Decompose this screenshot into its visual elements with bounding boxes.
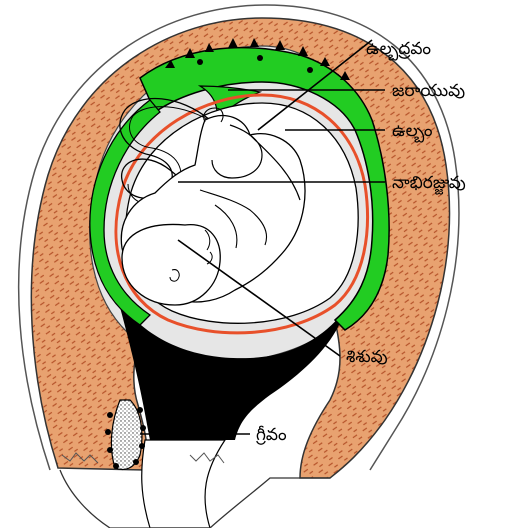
label-umbilical-cord: నాభిరజ్జువు bbox=[392, 173, 466, 195]
label-amnion: ఉల్బం bbox=[392, 121, 433, 143]
label-cervix: గ్రీవం bbox=[256, 425, 287, 445]
label-baby: శిశువు bbox=[346, 347, 388, 367]
cervix bbox=[142, 440, 225, 528]
label-placenta: జరాయువు bbox=[392, 81, 465, 101]
label-amniotic-fluid: ఉల్బద్రవం bbox=[366, 39, 431, 61]
